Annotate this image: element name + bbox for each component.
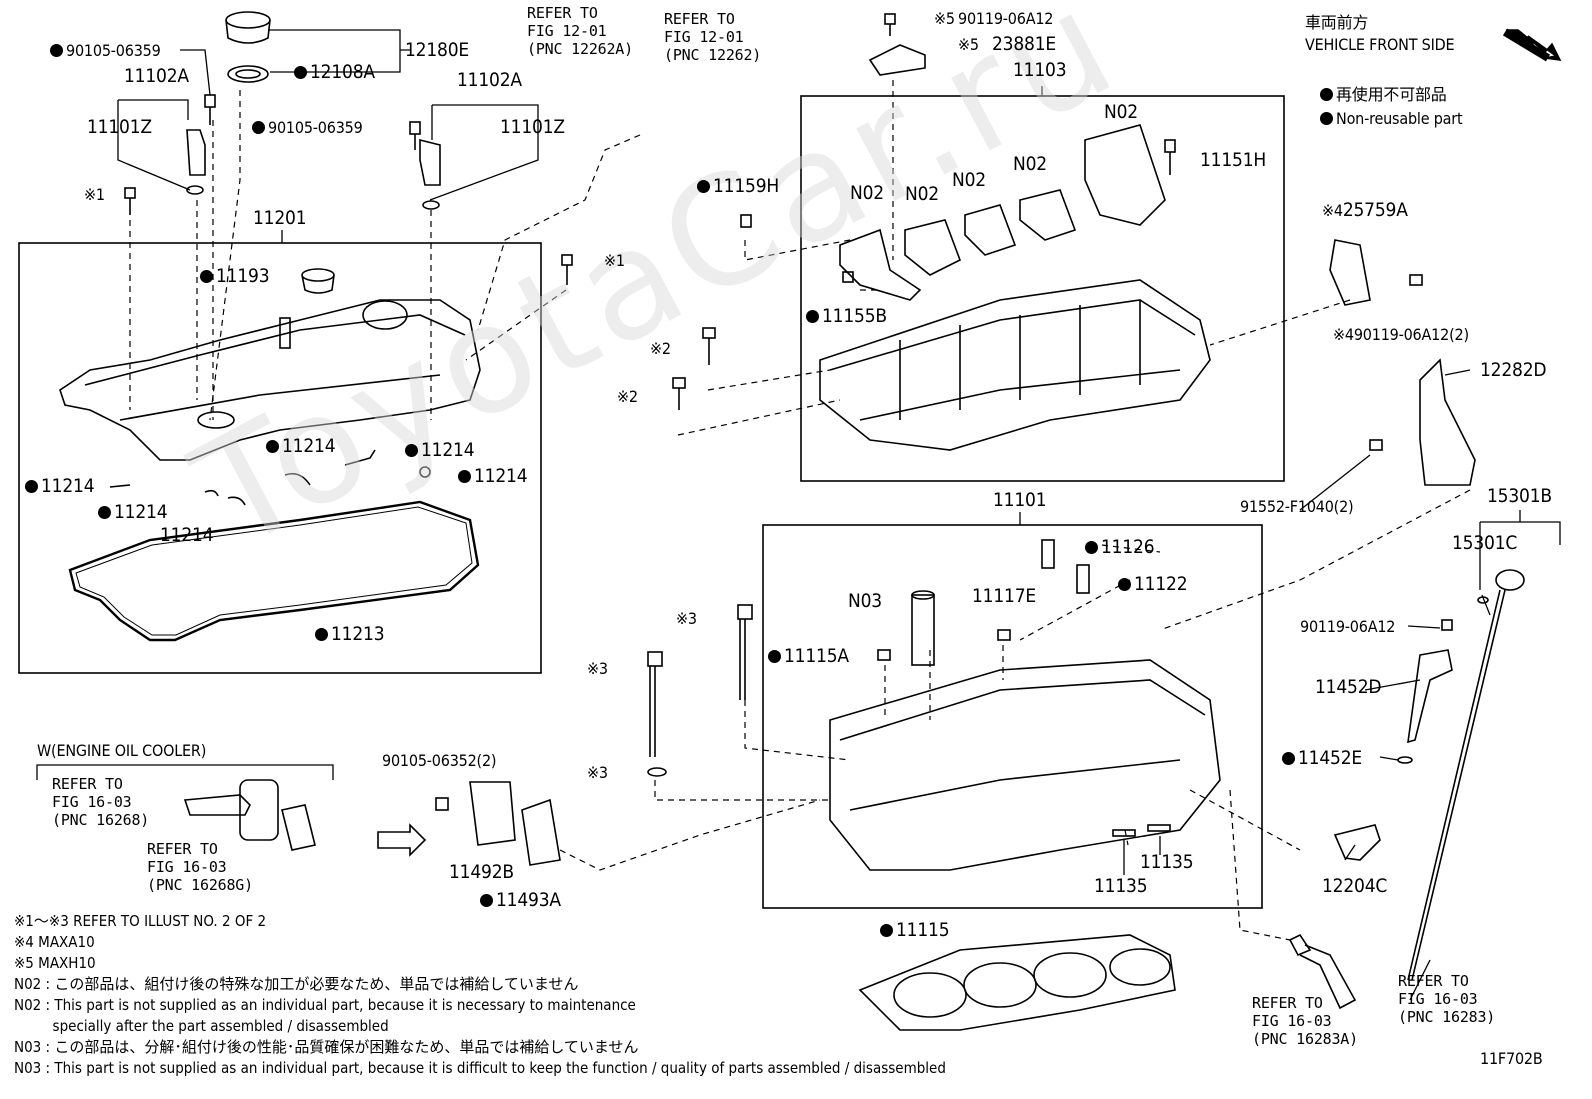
- part-15301B: 15301B: [1487, 485, 1552, 507]
- part-23881E: 23881E: [992, 33, 1056, 55]
- cylinder-head: [829, 539, 1221, 871]
- part-11193: 11193: [200, 266, 270, 286]
- part-11214-4: 11214: [25, 476, 95, 496]
- note-2: ※4 MAXA10: [14, 933, 95, 951]
- part-90105-06359-b: 90105-06359: [252, 118, 363, 138]
- note-6: specially after the part assembled / dis…: [14, 1017, 389, 1035]
- frame-11101: [762, 524, 1263, 909]
- part-11214-1: 11214: [266, 436, 336, 456]
- part-12204C: 12204C: [1322, 875, 1388, 897]
- part-11155B: 11155B: [806, 306, 887, 326]
- mark-1-a: ※1: [84, 185, 105, 204]
- frame-11201: [18, 242, 542, 674]
- part-11214-5: 11214: [98, 502, 168, 522]
- oil-cooler-label: W(ENGINE OIL COOLER): [37, 741, 207, 760]
- engine-hangers: [1329, 239, 1476, 486]
- part-11201: 11201: [253, 207, 307, 229]
- cam-housing: [819, 279, 1211, 451]
- camshaft-caps: [740, 124, 1176, 301]
- part-11122: 11122: [1118, 574, 1188, 594]
- part-11101: 11101: [993, 489, 1047, 511]
- mark-5-a: ※5: [934, 9, 955, 28]
- clips-11214: [109, 449, 431, 506]
- part-N02-2: N02: [1013, 153, 1047, 175]
- part-N02-1: N02: [1104, 101, 1138, 123]
- part-12282D: 12282D: [1480, 359, 1547, 381]
- cam-cover: [59, 268, 481, 461]
- note-8: N03 : This part is not supplied as an in…: [14, 1059, 946, 1077]
- part-N02-5: N02: [850, 182, 884, 204]
- part-11452D: 11452D: [1315, 676, 1382, 698]
- part-12180E: 12180E: [405, 39, 469, 61]
- part-11135-b: 11135: [1140, 851, 1194, 873]
- legend-jp: 再使用不可部品: [1320, 86, 1447, 103]
- part-25759A: ※425759A: [1322, 199, 1408, 221]
- part-11135-a: 11135: [1094, 875, 1148, 897]
- part-N03: N03: [848, 590, 882, 612]
- part-11214-6: 11214: [160, 524, 214, 546]
- sensors: [124, 94, 573, 285]
- cam-cover-gasket: [68, 500, 480, 642]
- part-90119-06A12-2: ※490119-06A12(2): [1333, 325, 1469, 344]
- part-15301C: 15301C: [1452, 532, 1518, 554]
- part-11103: 11103: [1013, 59, 1067, 81]
- part-11492B: 11492B: [449, 861, 514, 883]
- part-11214-3: 11214: [458, 466, 528, 486]
- part-11493A: 11493A: [480, 890, 561, 910]
- oil-filler-cap: [225, 11, 271, 83]
- part-11102A-b: 11102A: [457, 69, 522, 91]
- note-7: N03 : この部品は、分解･組付け後の性能･品質確保が困難なため、単品では補給…: [14, 1038, 639, 1056]
- dipstick: [1333, 569, 1525, 981]
- part-11159H: 11159H: [697, 176, 779, 196]
- note-4: N02 : この部品は、組付け後の特殊な加工が必要なため、単品では補給していませ…: [14, 975, 579, 993]
- leader-lines: [36, 29, 1561, 1001]
- vehicle-front-jp: 車両前方: [1305, 13, 1369, 32]
- figure-id: 11F702B: [1480, 1049, 1543, 1068]
- mark-5-b: ※5: [958, 35, 979, 54]
- part-90119-06A12-r: 90119-06A12: [1300, 617, 1396, 636]
- legend-en: Non-reusable part: [1320, 110, 1463, 127]
- mark-2-b: ※2: [617, 387, 638, 406]
- note-1: ※1～※3 REFER TO ILLUST NO. 2 OF 2: [14, 912, 267, 930]
- oil-hose: [1288, 933, 1357, 1010]
- part-11115A: 11115A: [768, 646, 849, 666]
- part-11101Z-a: 11101Z: [87, 116, 152, 138]
- part-11115: 11115: [880, 920, 950, 940]
- part-11452E: 11452E: [1282, 748, 1362, 768]
- part-12108A: 12108A: [294, 62, 375, 82]
- mark-2-a: ※2: [650, 339, 671, 358]
- part-11214-2: 11214: [405, 440, 475, 460]
- head-gasket: [858, 934, 1176, 1031]
- mark-3-c: ※3: [587, 763, 608, 782]
- dashed-lines: [129, 80, 1471, 941]
- bolts: [647, 13, 1423, 777]
- note-3: ※5 MAXH10: [14, 954, 96, 972]
- mark-3-b: ※3: [587, 659, 608, 678]
- part-11102A-a: 11102A: [124, 65, 189, 87]
- part-90119-06A12-top: 90119-06A12: [958, 9, 1054, 28]
- mark-3-a: ※3: [676, 609, 697, 628]
- part-11117E: 11117E: [972, 585, 1036, 607]
- part-11213: 11213: [315, 624, 385, 644]
- part-90105-06359-a: 90105-06359: [50, 42, 161, 59]
- part-N02-3: N02: [952, 169, 986, 191]
- oil-cooler-parts: [183, 779, 561, 866]
- part-11151H: 11151H: [1200, 149, 1267, 171]
- mark-1-b: ※1: [604, 251, 625, 270]
- part-11126: 11126: [1085, 537, 1155, 557]
- vehicle-front-en: VEHICLE FRONT SIDE: [1305, 35, 1455, 54]
- note-5: N02 : This part is not supplied as an in…: [14, 996, 636, 1014]
- part-90105-06352: 90105-06352(2): [382, 751, 497, 770]
- part-N02-4: N02: [905, 183, 939, 205]
- part-91552-F1040: 91552-F1040(2): [1240, 497, 1354, 516]
- part-11101Z-b: 11101Z: [500, 116, 565, 138]
